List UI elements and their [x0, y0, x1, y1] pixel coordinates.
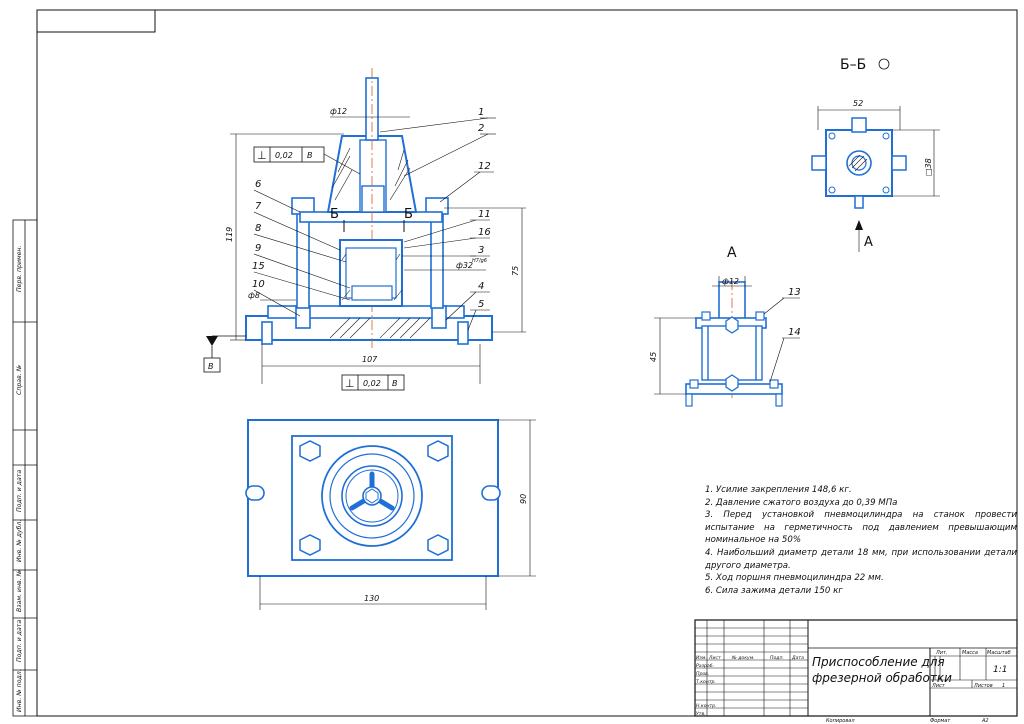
tb-col-data: Дата — [791, 655, 804, 661]
strip-inv-dubl: Инв. № дубл. — [15, 520, 23, 562]
view-a-title: А — [727, 245, 737, 261]
tb-massa: Масса — [962, 650, 978, 656]
tb-list: Лист — [931, 683, 946, 689]
tb-name-line1: Приспособление для — [812, 655, 945, 669]
technical-notes: 1. Усилие закрепления 148,6 кг. 2. Давле… — [705, 484, 1017, 597]
pos-16: 16 — [478, 227, 491, 238]
strip-podp-data-1: Подп. и дата — [16, 470, 23, 512]
bottom-format: Формат — [930, 718, 951, 724]
section-dim-38: □38 — [924, 158, 933, 176]
tb-row-tkontr: Т.контр. — [696, 679, 716, 685]
pos-5: 5 — [478, 299, 484, 310]
section-dim-52: 52 — [853, 99, 863, 108]
pos-4: 4 — [478, 281, 484, 292]
svg-text:В: В — [208, 362, 214, 371]
tolerance-frame-top: ⊥ 0,02 В — [253, 146, 361, 175]
tb-col-doc: № докум. — [731, 655, 755, 661]
strip-vzam-inv: Взам. инв. № — [16, 570, 23, 612]
pos-12: 12 — [478, 161, 491, 172]
pos-10: 10 — [252, 279, 265, 290]
pos-15: 15 — [252, 261, 265, 272]
pos-14: 14 — [788, 327, 801, 338]
tb-col-list: Лист — [708, 655, 721, 661]
left-strip — [12, 219, 38, 717]
note-4: 4. Наибольший диаметр детали 18 мм, при … — [705, 547, 1017, 571]
tb-row-razrab: Разраб. — [696, 663, 714, 669]
svg-text:0,02: 0,02 — [363, 379, 381, 388]
top-left-box — [36, 9, 156, 33]
view-mark-a: А — [864, 235, 873, 250]
pos-8: 8 — [255, 223, 261, 234]
view-a: А ф12 45 13 14 — [649, 245, 801, 407]
dim-75: 75 — [511, 266, 520, 276]
datum-b: В — [203, 335, 246, 373]
svg-text:В: В — [307, 151, 313, 160]
section-title: Б–Б — [840, 57, 866, 73]
dim-119: 119 — [225, 227, 234, 242]
title-block — [694, 619, 1018, 717]
section-mark-left: Б — [330, 207, 339, 222]
dim-phi12: ф12 — [330, 107, 347, 116]
pos-7: 7 — [255, 201, 262, 212]
svg-text:В: В — [392, 379, 398, 388]
dim-130: 130 — [364, 594, 379, 603]
tolerance-frame-bottom: ⊥ 0,02 В — [341, 374, 405, 391]
tb-listov: Листов — [973, 683, 993, 689]
pos-1: 1 — [478, 107, 484, 118]
dim-phi32: ф32 — [456, 261, 473, 270]
strip-podp-data-2: Подп. и дата — [16, 620, 23, 662]
svg-text:⊥: ⊥ — [345, 377, 355, 390]
pos-9: 9 — [255, 243, 261, 254]
bottom-format-value: А2 — [981, 718, 989, 724]
pos-2: 2 — [478, 123, 484, 134]
tb-col-podp: Подп. — [770, 655, 784, 661]
pos-13: 13 — [788, 287, 801, 298]
note-1: 1. Усилие закрепления 148,6 кг. — [705, 485, 852, 495]
svg-text:⊥: ⊥ — [257, 149, 267, 162]
dim-107: 107 — [362, 355, 378, 364]
strip-sprav-no: Справ. № — [16, 365, 23, 395]
view-a-dim-45: 45 — [649, 352, 658, 362]
note-6: 6. Сила зажима детали 150 кг — [705, 585, 843, 596]
section-bb-view: Б–Б 52 □38 А — [811, 57, 940, 252]
tb-lit: Лит. — [935, 650, 948, 656]
pos-6: 6 — [255, 179, 261, 190]
pos-3: 3 — [478, 245, 484, 256]
dim-phi8: ф8 — [248, 291, 260, 300]
note-2: 2. Давление сжатого воздуха до 0,39 МПа — [705, 497, 898, 508]
strip-perv-primen: Перв. примен. — [16, 246, 23, 292]
tb-row-utv: Утв. — [696, 711, 706, 717]
note-3: 3. Перед установкой пневмоцилиндра на ст… — [705, 510, 1017, 546]
tb-col-izm: Изм. — [696, 655, 707, 661]
dim-90: 90 — [519, 494, 528, 504]
main-view: Б Б ф12 119 75 107 ф8 ф32 H7/g6 — [203, 68, 526, 391]
pos-11: 11 — [478, 209, 491, 220]
tb-row-prov: Пров. — [696, 671, 709, 677]
svg-text:0,02: 0,02 — [275, 151, 293, 160]
tb-name-line2: фрезерной обработки — [812, 671, 952, 685]
dim-fit: H7/g6 — [472, 258, 487, 264]
section-mark-right: Б — [404, 207, 413, 222]
strip-inv-podl: Инв. № подл. — [16, 669, 23, 712]
note-5: 5. Ход поршня пневмоцилиндра 22 мм. — [705, 573, 884, 584]
tb-row-nkontr: Н.контр. — [696, 703, 717, 709]
plan-view: 90 130 — [245, 419, 536, 610]
tb-masshtab: Масштаб — [987, 650, 1011, 656]
tb-scale-value: 1:1 — [993, 665, 1007, 675]
view-a-phi12: ф12 — [722, 277, 739, 286]
bottom-kopiroval: Копировал — [826, 718, 855, 724]
tb-listov-value: 1 — [1002, 683, 1005, 689]
